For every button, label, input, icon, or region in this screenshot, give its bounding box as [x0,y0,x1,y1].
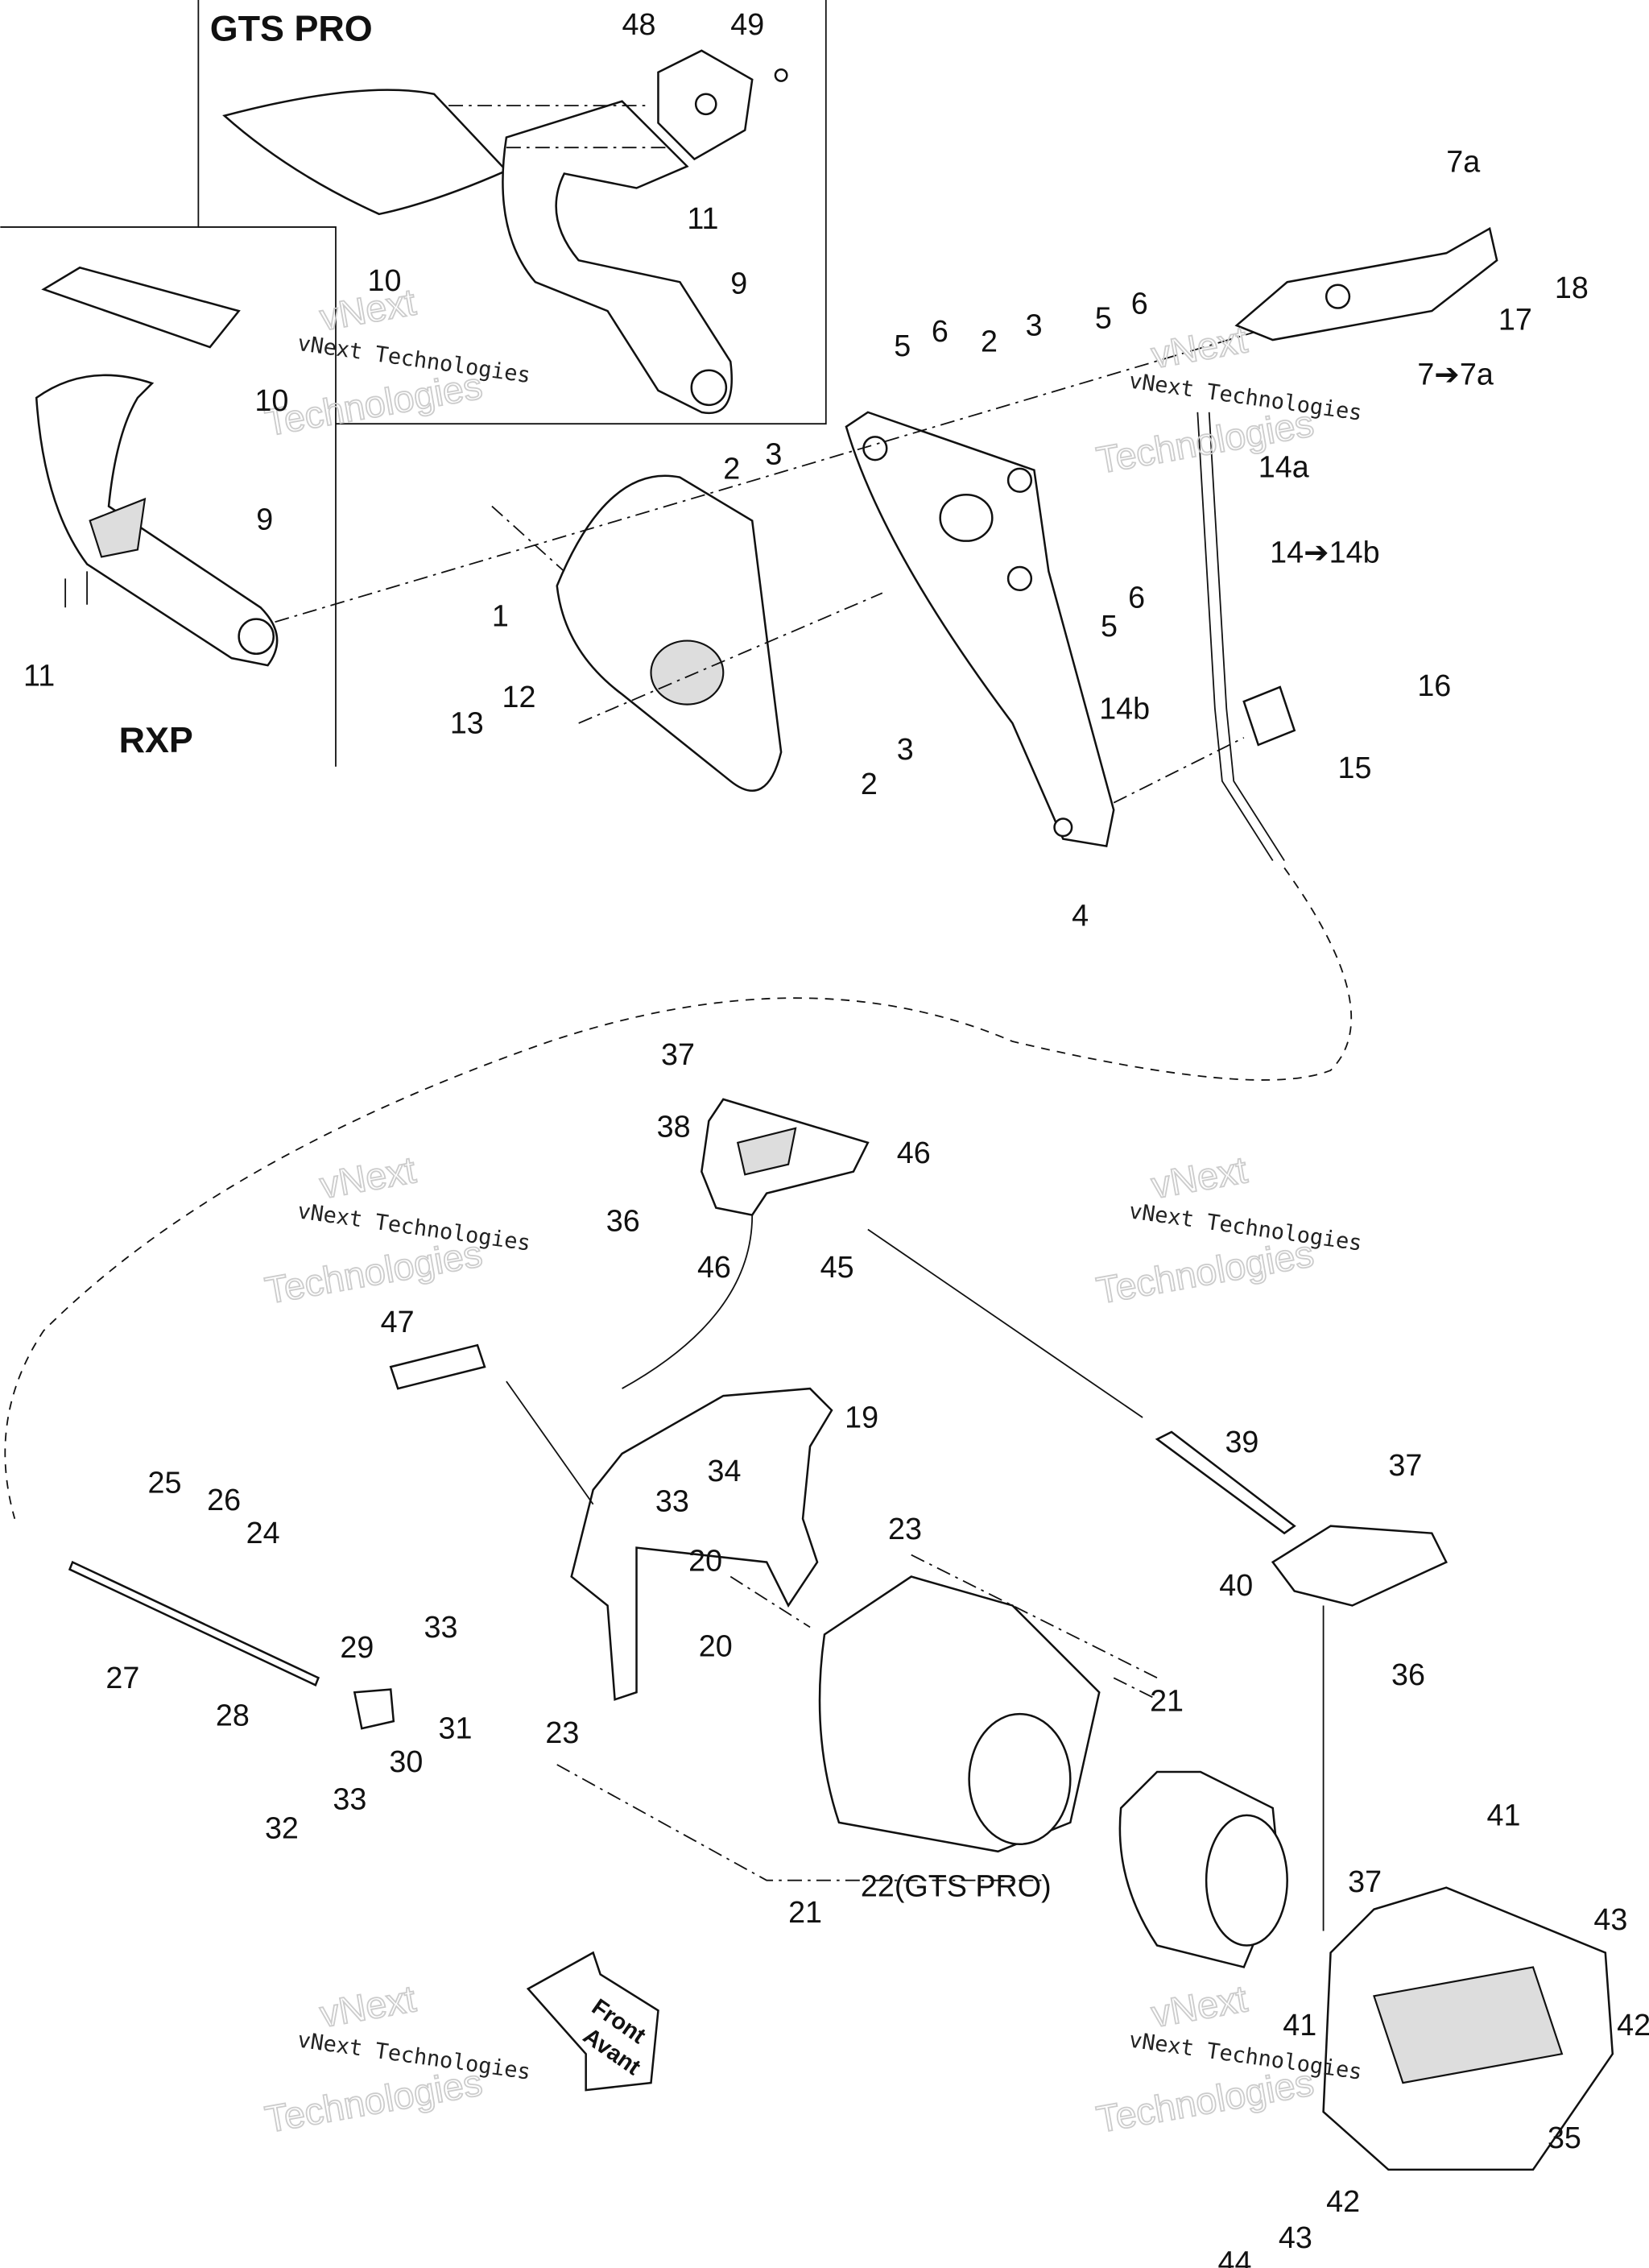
part-label-66: 37 [1348,1864,1382,1898]
part-label-45: 24 [246,1516,280,1550]
part-label-34: 38 [657,1110,691,1144]
watermark-vnext: vNext [316,1148,419,1206]
part-label-65: 22(GTS PRO) [861,1869,1052,1902]
lower-parts [68,1098,1614,2171]
part-label-46: 34 [708,1454,742,1488]
part-label-27: 12 [502,680,536,714]
part-label-32: 4 [1072,898,1089,932]
part-label-57: 21 [1150,1684,1184,1718]
part-label-42: 37 [1388,1448,1422,1482]
part-label-10: 17 [1498,302,1532,336]
rxp-parts [35,266,279,667]
part-label-29: 3 [897,732,914,766]
part-label-14: 2 [981,324,998,358]
watermark-vnext: vNext [1148,1148,1250,1206]
part-label-71: 42 [1326,2184,1360,2218]
part-label-12: 5 [894,329,911,362]
part-label-18: 14a [1258,450,1309,484]
part-label-11: 7➔7a [1417,358,1494,391]
part-label-6: 9 [256,502,273,536]
part-label-55: 28 [216,1699,250,1732]
part-label-0: 48 [622,7,656,41]
inset-title-gts-pro: GTS PRO [210,7,373,48]
part-label-54: 27 [105,1661,139,1695]
part-label-1: 49 [730,7,764,41]
watermark-vnext: vNext [316,1977,419,2035]
part-label-73: 44 [1217,2245,1251,2268]
part-label-64: 21 [788,1895,822,1929]
part-label-62: 32 [265,1811,299,1845]
housing-parts [275,226,1498,862]
part-label-36: 36 [606,1203,640,1237]
part-label-41: 39 [1225,1425,1258,1459]
watermark-vnext: vNext [1148,1977,1250,2035]
part-label-16: 5 [1095,301,1112,335]
part-label-26: 14b [1099,692,1150,726]
part-label-15: 3 [1026,308,1043,342]
part-label-38: 45 [820,1250,854,1284]
inset-frames [0,0,827,767]
part-label-22: 1 [492,599,509,633]
part-label-56: 31 [438,1711,472,1745]
part-label-8: 7a [1446,145,1480,179]
part-label-49: 20 [688,1543,722,1577]
part-label-52: 33 [424,1610,458,1644]
steering-cable [4,867,1353,1519]
part-label-35: 46 [897,1136,931,1169]
part-label-43: 25 [148,1465,182,1499]
front-direction-arrow: Front Avant [526,1951,659,2092]
inset-title-rxp: RXP [119,719,193,760]
part-label-53: 29 [340,1630,374,1664]
part-label-30: 2 [861,767,878,801]
part-label-47: 33 [655,1484,689,1518]
part-label-58: 36 [1391,1658,1425,1691]
part-label-24: 6 [1128,580,1145,614]
part-label-50: 40 [1219,1568,1253,1602]
part-label-31: 15 [1338,751,1372,784]
part-label-28: 13 [450,706,484,740]
gts-pro-parts [222,49,788,415]
part-label-13: 6 [932,314,948,348]
part-label-67: 43 [1593,1902,1627,1936]
part-label-44: 26 [207,1483,241,1517]
part-label-33: 37 [661,1037,695,1071]
part-label-21: 3 [765,437,782,470]
part-label-5: 10 [254,383,288,417]
part-label-69: 42 [1617,2008,1649,2042]
part-label-7: 11 [23,658,55,692]
part-label-20: 2 [723,451,740,485]
part-label-60: 30 [389,1744,423,1778]
part-label-51: 20 [699,1629,733,1662]
part-label-2: 11 [687,201,718,235]
part-label-70: 35 [1548,2121,1581,2154]
part-label-39: 47 [381,1305,415,1339]
part-label-68: 41 [1283,2008,1316,2042]
part-label-63: 41 [1487,1798,1521,1831]
part-label-72: 43 [1279,2220,1312,2254]
part-label-4: 9 [730,267,747,300]
part-label-19: 14➔14b [1270,536,1379,569]
part-label-48: 23 [888,1512,922,1546]
watermark-vnext: vNext [1148,318,1250,376]
part-label-40: 19 [845,1401,878,1434]
part-label-23: 5 [1101,609,1118,643]
part-label-25: 16 [1417,668,1451,702]
part-label-3: 10 [367,263,401,297]
part-label-17: 6 [1131,287,1148,321]
part-label-37: 46 [697,1250,731,1284]
part-label-59: 23 [545,1715,579,1749]
part-label-61: 33 [333,1782,366,1816]
part-label-9: 18 [1555,271,1589,304]
